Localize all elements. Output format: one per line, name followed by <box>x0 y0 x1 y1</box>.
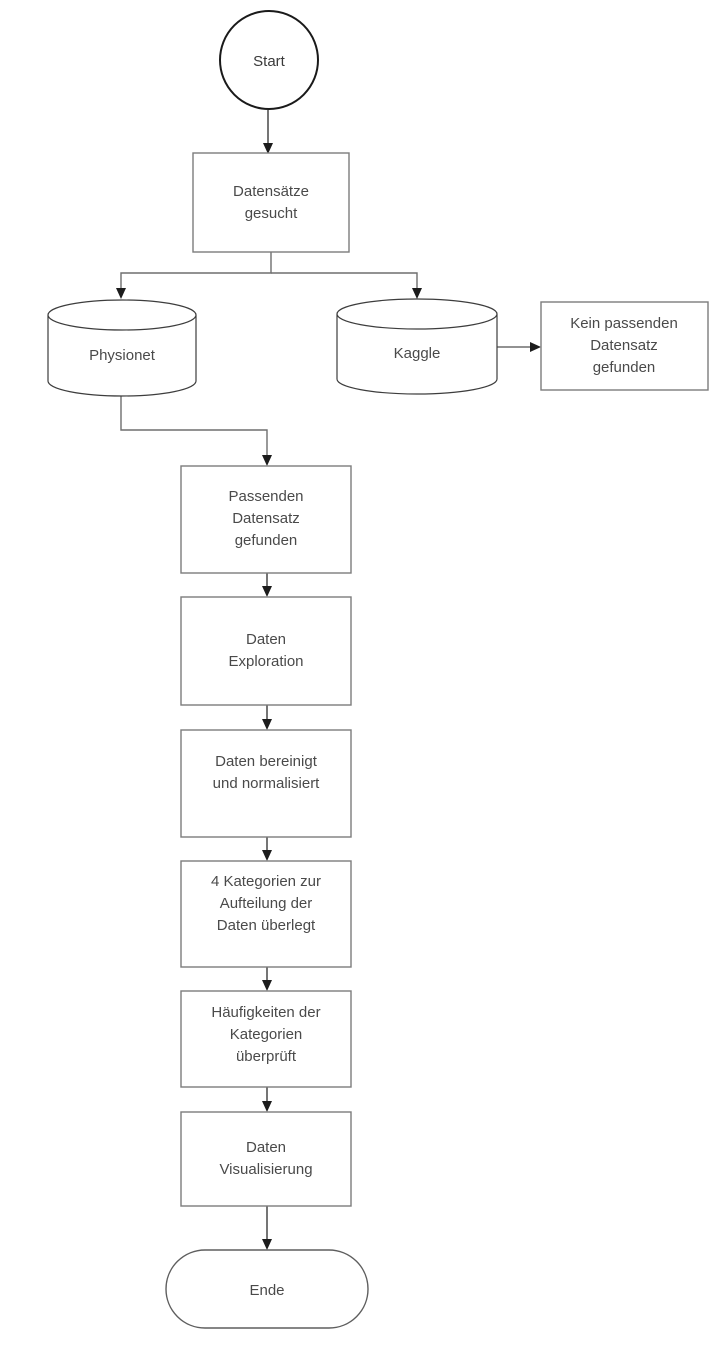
node-daten-visualisierung-line-1: Daten <box>246 1139 286 1156</box>
node-physionet[interactable]: Physionet <box>47 299 197 397</box>
node-start[interactable]: Start <box>219 10 319 110</box>
node-kategorien-line-1: 4 Kategorien zur <box>211 873 321 890</box>
edge-bereinigt-to-kategorien <box>262 837 272 861</box>
node-passenden-line-2: Datensatz <box>232 510 300 527</box>
node-haeufigkeiten-line-1: Häufigkeiten der <box>211 1004 320 1021</box>
node-haeufigkeiten[interactable]: Häufigkeiten der Kategorien überprüft <box>180 990 352 1088</box>
node-start-label: Start <box>253 53 286 70</box>
node-kaggle[interactable]: Kaggle <box>336 298 498 395</box>
edge-exploration-to-bereinigt <box>262 705 272 730</box>
edge-start-to-datensaetze <box>263 110 273 154</box>
node-passenden-line-1: Passenden <box>228 488 303 505</box>
node-datensaetze-gesucht[interactable]: Datensätze gesucht <box>192 152 350 253</box>
node-daten-bereinigt-line-1: Daten bereinigt <box>215 753 318 770</box>
node-kein-passender-datensatz[interactable]: Kein passenden Datensatz gefunden <box>540 301 709 391</box>
node-kein-passender-line-3: gefunden <box>593 359 656 376</box>
node-kein-passender-line-1: Kein passenden <box>570 315 678 332</box>
node-daten-exploration-line-1: Daten <box>246 631 286 648</box>
node-physionet-label: Physionet <box>89 347 156 364</box>
node-daten-exploration-line-2: Exploration <box>228 653 303 670</box>
edge-haeufigkeiten-to-visualisierung <box>262 1087 272 1112</box>
edge-visualisierung-to-ende <box>262 1206 272 1250</box>
edge-datensaetze-branch <box>116 252 422 299</box>
node-datensaetze-gesucht-line-2: gesucht <box>245 205 298 222</box>
node-daten-visualisierung[interactable]: Daten Visualisierung <box>180 1111 352 1207</box>
node-haeufigkeiten-line-2: Kategorien <box>230 1026 303 1043</box>
node-kaggle-label: Kaggle <box>394 345 441 362</box>
node-passenden-datensatz-gefunden[interactable]: Passenden Datensatz gefunden <box>180 465 352 574</box>
edge-kategorien-to-haeufigkeiten <box>262 967 272 991</box>
edge-physionet-to-passenden <box>120 396 272 466</box>
node-ende[interactable]: Ende <box>165 1249 369 1329</box>
node-kategorien-line-2: Aufteilung der <box>220 895 313 912</box>
node-kategorien-line-3: Daten überlegt <box>217 917 316 934</box>
node-kategorien[interactable]: 4 Kategorien zur Aufteilung der Daten üb… <box>180 860 352 968</box>
node-ende-label: Ende <box>249 1282 284 1299</box>
node-passenden-line-3: gefunden <box>235 532 298 549</box>
node-daten-exploration[interactable]: Daten Exploration <box>180 596 352 706</box>
node-daten-bereinigt-line-2: und normalisiert <box>213 775 321 792</box>
node-daten-bereinigt[interactable]: Daten bereinigt und normalisiert <box>180 729 352 838</box>
node-haeufigkeiten-line-3: überprüft <box>236 1048 297 1065</box>
node-kein-passender-line-2: Datensatz <box>590 337 658 354</box>
edge-passenden-to-exploration <box>262 573 272 597</box>
node-datensaetze-gesucht-line-1: Datensätze <box>233 183 309 200</box>
node-daten-visualisierung-line-2: Visualisierung <box>219 1161 312 1178</box>
edge-kaggle-to-kein-passender <box>497 342 541 352</box>
